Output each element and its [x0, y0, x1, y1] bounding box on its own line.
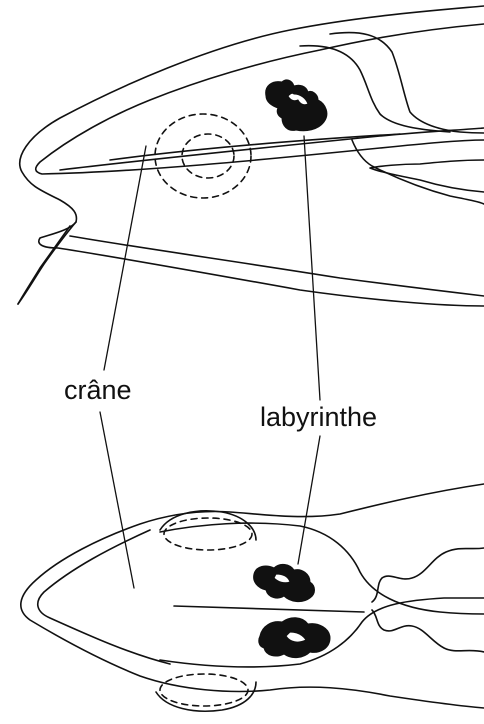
- leader-line-labyrinthe-lower: [298, 436, 320, 564]
- lateral-eye-outer-ring: [155, 114, 251, 198]
- leader-line-crane-upper: [104, 146, 146, 370]
- lateral-head-inner-outline: [36, 24, 484, 174]
- dorsal-labyrinth-lower-shape: [259, 618, 330, 658]
- skull-label: crâne: [62, 377, 134, 404]
- dorsal-gill-frill-upper: [372, 548, 484, 602]
- lateral-barbel: [18, 222, 76, 304]
- leader-lines: [100, 136, 320, 588]
- lateral-head-outer-outline: [20, 6, 484, 306]
- leader-line-crane-lower: [100, 412, 134, 588]
- dorsal-eye-lower-orbit: [156, 682, 256, 711]
- dorsal-labyrinth-upper-shape: [254, 564, 315, 601]
- lateral-jaw-outline: [370, 160, 484, 192]
- dorsal-cranium-upper: [160, 523, 484, 614]
- dorsal-view: [21, 484, 484, 711]
- labyrinth-label: labyrinthe: [258, 404, 379, 431]
- dorsal-eye-upper: [164, 518, 252, 550]
- dorsal-gill-frill-lower: [372, 610, 484, 652]
- lateral-view: [18, 6, 484, 306]
- dorsal-snout-outline: [38, 530, 170, 664]
- dorsal-head-outline: [21, 484, 484, 708]
- lateral-belly-line: [70, 236, 484, 296]
- dorsal-midline: [174, 606, 364, 612]
- leader-line-labyrinthe-upper: [304, 136, 320, 400]
- lateral-cranium-dorsal-ridge: [330, 33, 484, 133]
- lateral-labyrinth-shape: [266, 80, 327, 131]
